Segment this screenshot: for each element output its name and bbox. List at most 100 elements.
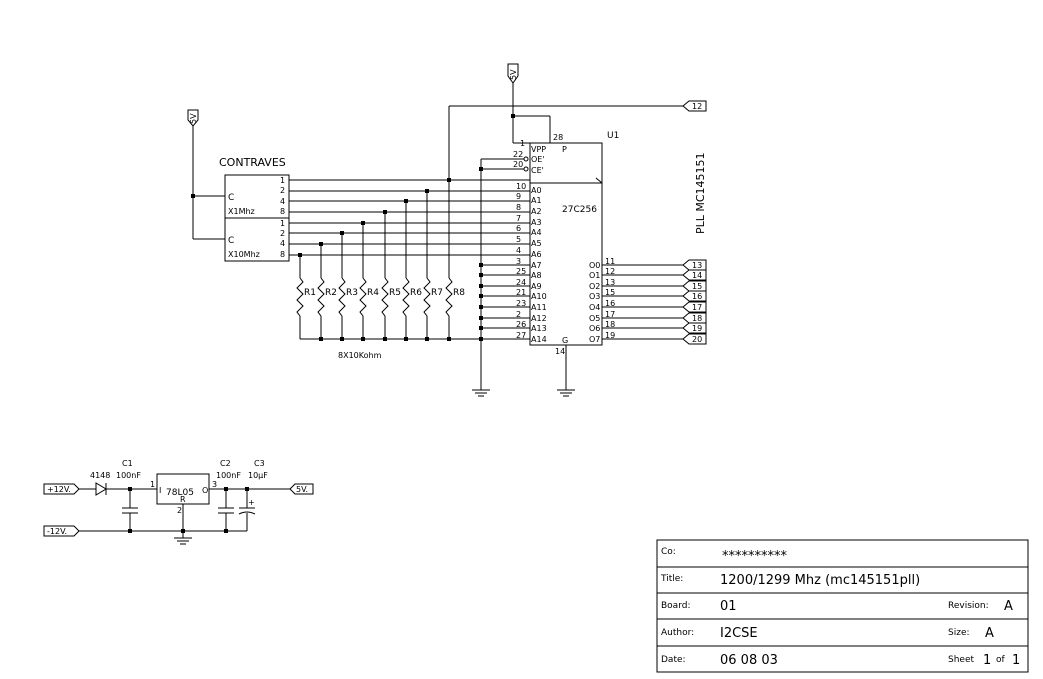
eprom-data-name: O4	[589, 303, 600, 312]
net-label: 19	[692, 324, 702, 333]
vcc-5v-left: 5V	[187, 109, 225, 240]
net-label: 15	[692, 282, 702, 291]
eprom-addr-pin: 4	[516, 246, 521, 255]
eprom-data-name: O0	[589, 261, 600, 270]
switches-title: CONTRAVES	[219, 156, 286, 169]
eprom-part: 27C256	[562, 205, 597, 215]
resistor-value: 8X10Kohm	[338, 351, 382, 360]
eprom-addr-pin: 8	[516, 203, 521, 212]
tb-rev-label: Revision:	[948, 601, 989, 611]
eprom-addr-pin: 23	[516, 299, 526, 308]
eprom-supply-wiring: 5V 12	[448, 63, 707, 397]
c3-ref: C3	[254, 459, 265, 468]
c2-ref: C2	[220, 459, 231, 468]
switch2-pin: 1	[280, 219, 285, 228]
input-pos-label: +12V.	[47, 485, 71, 494]
eprom-data-pin: 16	[605, 299, 615, 308]
reg-pin1: 1	[150, 480, 155, 489]
address-bus	[289, 179, 531, 256]
output-5v-label: 5V.	[296, 485, 308, 494]
resistor-label: R1	[304, 288, 316, 298]
eprom-data-pin: 13	[605, 278, 615, 287]
resistor-label: R6	[410, 288, 422, 298]
eprom-addr-name: A5	[531, 239, 542, 248]
eprom-addr-name: A1	[531, 196, 542, 205]
eprom-vcc-pin: 28	[553, 133, 563, 142]
resistor-label: R5	[389, 288, 401, 298]
tb-title-value: 1200/1299 Mhz (mc145151pll)	[720, 573, 920, 588]
tb-sheet-label: Sheet	[948, 655, 974, 665]
c3-polarity: +	[248, 498, 255, 507]
net-label: 18	[692, 314, 702, 323]
net-label: 14	[692, 271, 702, 280]
resistor-label: R3	[346, 288, 358, 298]
tb-rev-value: A	[1004, 599, 1013, 614]
vcc-5v-top-label: 5V	[509, 69, 518, 80]
switch-x10mhz	[224, 217, 290, 262]
tb-size-value: A	[985, 626, 994, 641]
eprom-addr-name: A0	[531, 186, 542, 195]
eprom-data-pin: 11	[605, 257, 615, 266]
eprom-p-label: P	[562, 145, 567, 154]
net-label: 16	[692, 292, 702, 301]
eprom-addr-name: A6	[531, 250, 542, 259]
switch1-pin: 2	[280, 186, 285, 195]
net-label: 17	[692, 303, 702, 312]
title-block: Co: ********** Title: 1200/1299 Mhz (mc1…	[656, 539, 1029, 673]
tb-author-label: Author:	[661, 628, 694, 638]
tb-co-label: Co:	[661, 547, 676, 557]
vcc-5v-left-label: 5V	[189, 113, 198, 124]
eprom-addr-name: A2	[531, 207, 542, 216]
eprom-addr-name: A14	[531, 335, 547, 344]
eprom-ctrl-pin: 20	[513, 160, 523, 169]
eprom-ctrl-name: OE'	[531, 155, 545, 164]
eprom-addr-pin: 10	[516, 182, 526, 191]
tb-size-label: Size:	[948, 628, 970, 638]
input-neg-label: -12V.	[47, 527, 67, 536]
eprom-ctrl-name: CE'	[531, 166, 544, 175]
switch2-name: X10Mhz	[228, 250, 260, 259]
switch1-pin: 4	[280, 197, 285, 206]
tb-co-value: **********	[722, 549, 788, 564]
eprom-addr-pin: 24	[516, 278, 526, 287]
tb-of-label: of	[996, 655, 1006, 665]
eprom-data-pin: 15	[605, 288, 615, 297]
eprom-addr-name: A4	[531, 228, 542, 237]
switch2-pin: 4	[280, 239, 285, 248]
eprom-addr-pin: 5	[516, 235, 521, 244]
eprom-addr-name: A9	[531, 282, 542, 291]
net-label-vcc: 12	[692, 102, 702, 111]
eprom-addr-pin: 6	[516, 224, 521, 233]
switch1-name: X1Mhz	[228, 207, 255, 216]
reg-part: 78L05	[166, 488, 194, 498]
eprom-addr-name: A12	[531, 314, 547, 323]
eprom-data-name: O6	[589, 324, 600, 333]
reg-pin-in: I	[159, 486, 161, 495]
eprom-vpp-label: VPP	[531, 145, 546, 154]
switch1-common: C	[228, 193, 234, 203]
reg-pin-out: O	[202, 486, 208, 495]
resistor-label: R4	[367, 288, 379, 298]
tb-board-value: 01	[720, 599, 737, 614]
pll-side-label: PLL MC145151	[694, 152, 707, 234]
eprom-addr-name: A13	[531, 324, 547, 333]
eprom-addr-name: A10	[531, 292, 547, 301]
eprom-data-pin: 19	[605, 331, 615, 340]
regulator-section: +12V. -12V. 4148 C1 100nF 78L05 I O R 1 …	[43, 459, 314, 545]
eprom-gnd-name: G	[562, 336, 568, 345]
junction-dot	[191, 194, 195, 198]
tb-date-value: 06 08 03	[720, 653, 778, 668]
eprom-data-name: O3	[589, 292, 600, 301]
tb-title-label: Title:	[660, 574, 683, 584]
eprom-data-name: O5	[589, 314, 600, 323]
eprom-addr-pin: 9	[516, 192, 521, 201]
eprom-addr-name: A3	[531, 218, 542, 227]
eprom-data-pin: 18	[605, 320, 615, 329]
eprom-ref: U1	[607, 131, 619, 141]
eprom-data-name: O7	[589, 335, 600, 344]
tb-date-label: Date:	[661, 655, 686, 665]
reg-pin-ref: R	[180, 495, 186, 504]
c2-value: 100nF	[216, 471, 241, 480]
reg-pin2: 2	[177, 506, 182, 515]
